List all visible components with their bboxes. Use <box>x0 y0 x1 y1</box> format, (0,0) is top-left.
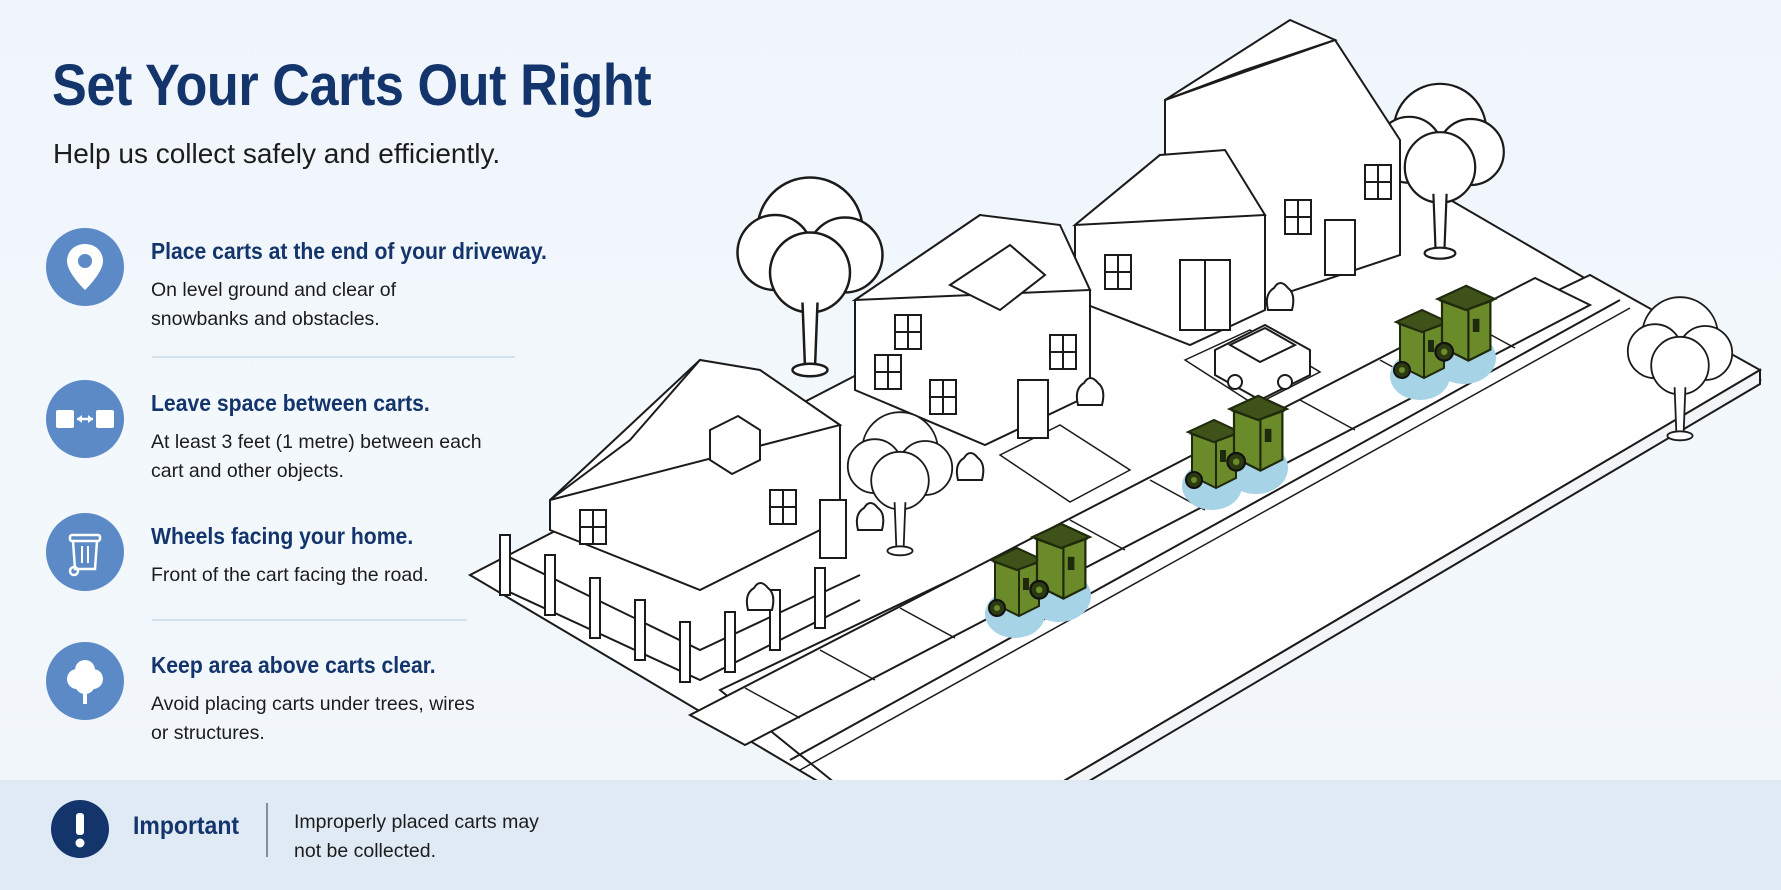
important-text: Improperly placed carts may not be colle… <box>294 811 539 862</box>
tip-heading: Place carts at the end of your driveway. <box>151 238 547 264</box>
important-label: Important <box>133 812 240 840</box>
cart-wheels-icon <box>46 513 124 591</box>
banner-separator <box>266 803 268 857</box>
page-title: Set Your Carts Out Right <box>52 53 652 118</box>
spacing-arrows-icon <box>46 380 124 458</box>
tip-body: Avoid placing carts under trees, wires o… <box>151 693 475 744</box>
exclamation-icon <box>51 800 109 858</box>
tree-icon <box>46 642 124 720</box>
tip-body: On level ground and clear of snowbanks a… <box>151 279 396 330</box>
divider <box>152 356 515 358</box>
location-pin-icon <box>46 228 124 306</box>
tip-heading: Leave space between carts. <box>151 390 430 416</box>
page-subtitle: Help us collect safely and efficiently. <box>53 138 501 169</box>
tip-heading: Keep area above carts clear. <box>151 652 436 678</box>
tip-body: At least 3 feet (1 metre) between each c… <box>151 431 482 482</box>
divider <box>152 619 467 621</box>
tip-heading: Wheels facing your home. <box>151 523 414 549</box>
tip-body: Front of the cart facing the road. <box>151 564 429 586</box>
important-banner <box>0 780 1781 890</box>
